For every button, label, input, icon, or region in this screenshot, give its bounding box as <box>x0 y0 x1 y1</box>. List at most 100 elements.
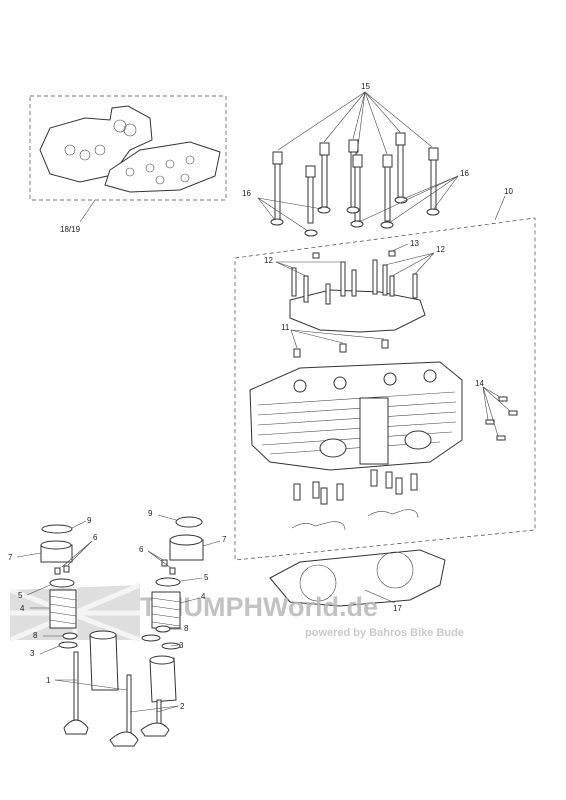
gasket-kit-group: 18/19 <box>29 95 227 234</box>
plug-13 <box>312 252 320 259</box>
leader-line <box>364 91 401 133</box>
spring-seat <box>141 634 161 642</box>
leader-line <box>170 644 179 647</box>
shim <box>41 524 73 534</box>
bolt-shaft <box>430 159 437 211</box>
leader-line <box>257 197 276 221</box>
carrier-stud <box>291 267 297 297</box>
cam-journal <box>333 376 347 390</box>
leader-line <box>179 597 201 604</box>
leader-line <box>356 91 366 155</box>
head-bolts-group: 15 16 16 <box>242 82 469 237</box>
valve-seat-pair <box>367 509 419 519</box>
guide-top <box>149 655 175 665</box>
leader-line <box>39 645 60 655</box>
valve-head <box>63 719 89 735</box>
gasket-sheet-left <box>39 105 153 183</box>
gasket-hole <box>145 163 155 173</box>
spring-retainer <box>49 578 75 588</box>
leader-line <box>277 91 366 151</box>
gasket-ring <box>113 119 127 133</box>
cam-journal <box>293 379 307 393</box>
leader-line <box>257 197 323 210</box>
carrier-stud <box>340 261 346 297</box>
gasket-hole <box>165 159 175 169</box>
leader-line <box>482 386 499 437</box>
plug-13 <box>388 250 396 257</box>
head-stud <box>498 396 508 402</box>
bolt-shaft <box>321 154 328 208</box>
leader-line <box>290 329 385 340</box>
valve-spring <box>49 589 77 629</box>
valve-guide <box>410 473 418 491</box>
label-3-left: 3 <box>30 649 35 658</box>
washer <box>426 208 440 216</box>
cylinder-head-dashed-frame <box>234 217 536 561</box>
label-4-right: 4 <box>201 592 206 601</box>
bolt-head <box>319 142 330 156</box>
cylinder-head-assembly-group: 10 13 12 12 11 <box>234 187 536 561</box>
gasket-hole <box>180 173 190 183</box>
head-gasket-group: 17 <box>269 549 446 613</box>
gasket-hole <box>64 144 76 156</box>
washer <box>317 206 331 214</box>
leader-line <box>71 520 87 529</box>
gasket-kit-dashed-frame <box>29 95 227 201</box>
label-6-right: 6 <box>139 545 144 554</box>
label-11: 11 <box>281 323 290 332</box>
carrier-stud <box>389 275 395 297</box>
collet <box>169 567 176 575</box>
label-9-left: 9 <box>87 516 92 525</box>
valve-guide-pair <box>149 657 177 703</box>
washer <box>346 206 360 214</box>
spring-retainer <box>155 577 181 587</box>
head-stud <box>496 435 506 441</box>
spring-seat <box>58 641 78 649</box>
tappet-top <box>40 540 72 550</box>
leader-line <box>156 705 179 713</box>
leader-line <box>432 175 459 211</box>
gasket-ring <box>123 123 137 137</box>
label-15: 15 <box>361 82 370 91</box>
valve-guide <box>320 487 328 505</box>
head-gasket <box>269 549 446 607</box>
label-5-right: 5 <box>204 573 209 582</box>
bolt-shaft <box>274 163 281 223</box>
dowel <box>339 343 347 353</box>
leader-line <box>364 91 388 155</box>
spring-coils <box>49 595 77 625</box>
leader-line <box>364 589 396 604</box>
shim <box>175 516 203 528</box>
gasket-bore <box>299 564 337 602</box>
washer <box>270 218 284 226</box>
leader-line <box>414 252 435 275</box>
leader-line <box>290 329 298 349</box>
leader-line <box>323 91 366 143</box>
gasket-hole <box>125 167 135 177</box>
washer <box>380 221 394 229</box>
valve-guide-pair <box>89 634 119 691</box>
label-16-right: 16 <box>460 169 469 178</box>
bolt-head <box>305 165 316 178</box>
bolt-shaft <box>307 176 314 224</box>
valve-guide <box>370 469 378 487</box>
leader-line <box>352 91 366 140</box>
leader-line <box>275 261 307 277</box>
leader-line <box>129 705 179 713</box>
bolt-shaft <box>384 166 391 222</box>
spark-plug-hole <box>319 438 347 458</box>
leader-line <box>67 540 93 566</box>
head-stud <box>508 410 518 416</box>
leader-line <box>202 540 221 547</box>
valve-head <box>109 731 139 747</box>
carrier-stud <box>372 259 378 295</box>
label-1: 1 <box>46 676 51 685</box>
spring-coils <box>151 597 181 627</box>
left-valve-assembly: 9 7 6 5 4 8 3 1 <box>8 516 139 747</box>
label-7-right: 7 <box>222 535 227 544</box>
label-2: 2 <box>180 702 185 711</box>
bolt-head <box>272 151 283 165</box>
label-12-right: 12 <box>436 245 445 254</box>
leader-line <box>54 679 128 691</box>
